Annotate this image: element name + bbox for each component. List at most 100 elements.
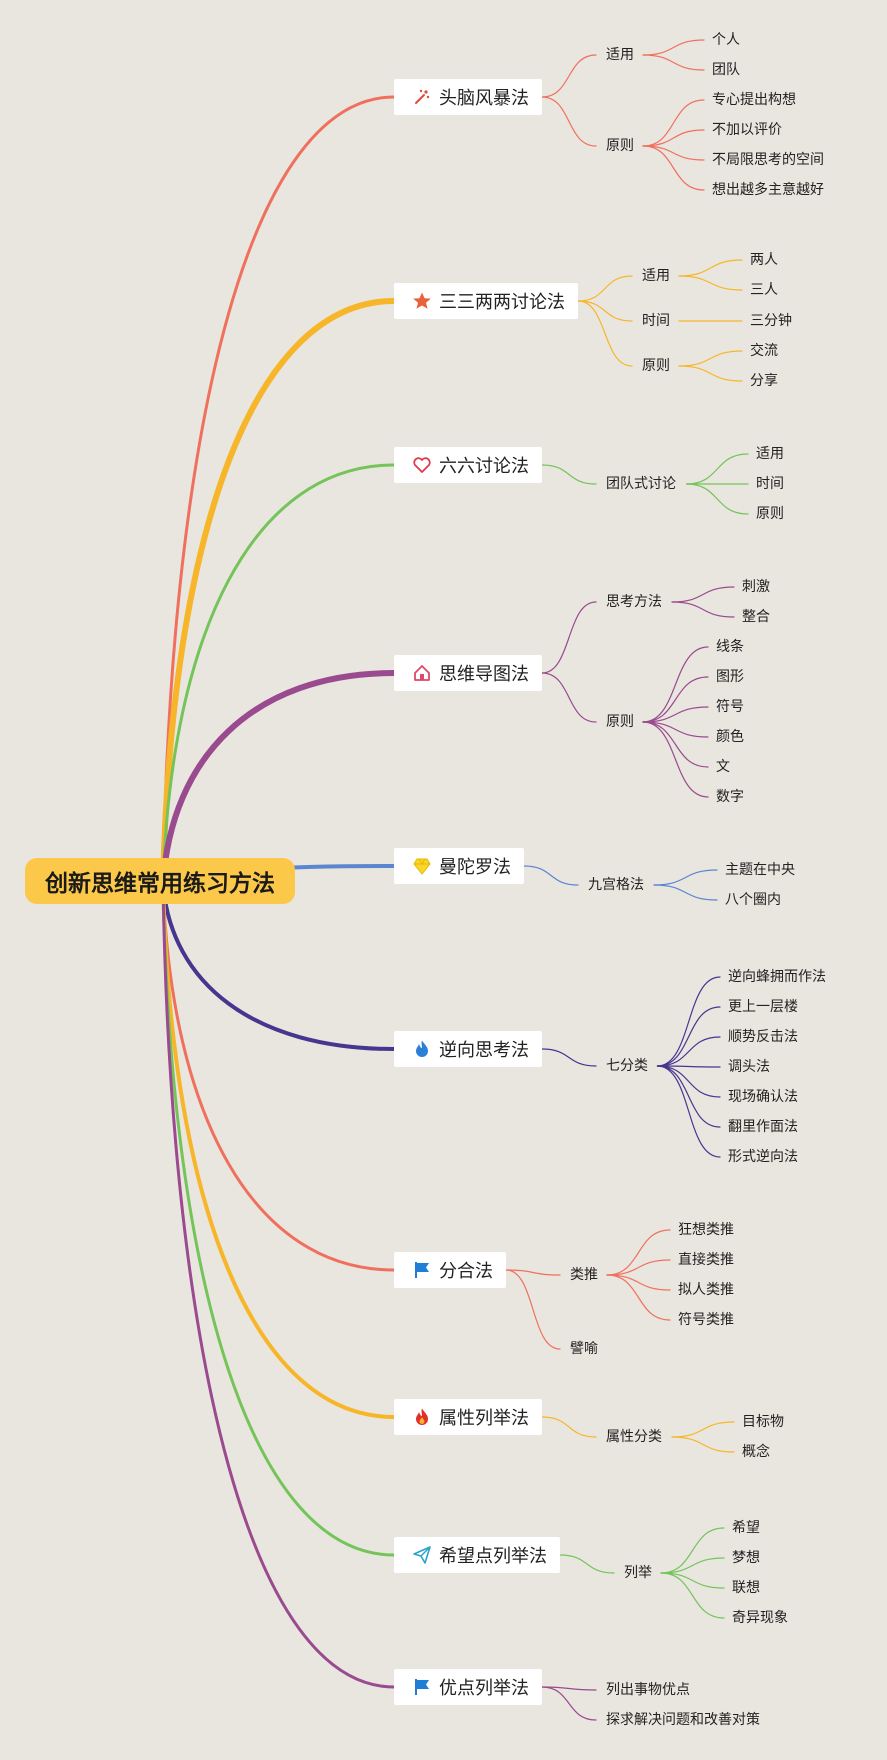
subtopic-4-0[interactable]: 九宫格法 <box>588 877 644 893</box>
leaf-topic-3-1-0[interactable]: 线条 <box>716 639 744 655</box>
leaf-topic-5-0-0[interactable]: 逆向蜂拥而作法 <box>728 969 826 985</box>
leaf-topic-5-0-1[interactable]: 更上一层楼 <box>728 999 798 1015</box>
leaf-topic-7-0-1[interactable]: 概念 <box>742 1444 770 1460</box>
leaf-link-3-0-1 <box>671 601 735 618</box>
subtopic-6-0[interactable]: 类推 <box>570 1267 598 1283</box>
leaf-topic-5-0-3[interactable]: 调头法 <box>728 1059 770 1075</box>
leaf-topic-3-1-5[interactable]: 数字 <box>716 789 744 805</box>
branch-topic-6[interactable]: 分合法 <box>394 1252 506 1288</box>
branch-link-1-1 <box>577 300 633 322</box>
leaf-topic-0-1-1[interactable]: 不加以评价 <box>712 122 782 138</box>
root-link-0 <box>161 95 396 886</box>
leaf-topic-2-0-2[interactable]: 原则 <box>756 506 784 522</box>
leaf-topic-2-0-1[interactable]: 时间 <box>756 476 784 492</box>
leaf-topic-0-1-0[interactable]: 专心提出构想 <box>712 92 796 108</box>
branch-label: 头脑风暴法 <box>439 88 529 109</box>
branch-topic-4[interactable]: 曼陀罗法 <box>394 848 524 884</box>
leaf-topic-5-0-4[interactable]: 现场确认法 <box>728 1089 798 1105</box>
leaf-topic-1-1-0[interactable]: 三分钟 <box>750 313 792 329</box>
subtopic-9-0[interactable]: 列出事物优点 <box>606 1682 690 1698</box>
subtopic-1-1[interactable]: 时间 <box>642 313 670 329</box>
leaf-link-0-0-1 <box>642 54 705 71</box>
diamond-icon <box>412 855 432 877</box>
fire-icon <box>412 1406 432 1428</box>
leaf-topic-3-0-1[interactable]: 整合 <box>742 609 770 625</box>
subtopic-1-2[interactable]: 原则 <box>642 358 670 374</box>
branch-topic-5[interactable]: 逆向思考法 <box>394 1031 542 1067</box>
branch-topic-9[interactable]: 优点列举法 <box>394 1669 542 1705</box>
leaf-topic-3-1-2[interactable]: 符号 <box>716 699 744 715</box>
subtopic-7-0[interactable]: 属性分类 <box>606 1429 662 1445</box>
leaf-link-0-1-3 <box>642 145 705 191</box>
leaf-topic-0-0-1[interactable]: 团队 <box>712 62 740 78</box>
flame-icon <box>412 1038 432 1060</box>
leaf-topic-1-2-0[interactable]: 交流 <box>750 343 778 359</box>
paper-plane-icon <box>412 1544 432 1566</box>
leaf-topic-2-0-0[interactable]: 适用 <box>756 446 784 462</box>
leaf-topic-0-1-2[interactable]: 不局限思考的空间 <box>712 152 824 168</box>
heart-icon <box>412 454 432 476</box>
root-topic[interactable]: 创新思维常用练习方法 <box>25 858 295 904</box>
subtopic-3-1[interactable]: 原则 <box>606 714 634 730</box>
subtopic-5-0[interactable]: 七分类 <box>606 1058 648 1074</box>
leaf-topic-3-0-0[interactable]: 刺激 <box>742 579 770 595</box>
branch-topic-8[interactable]: 希望点列举法 <box>394 1537 560 1573</box>
root-link-2 <box>161 463 396 886</box>
leaf-topic-1-0-0[interactable]: 两人 <box>750 252 778 268</box>
leaf-topic-8-0-3[interactable]: 奇异现象 <box>732 1610 788 1626</box>
branch-link-3-1 <box>541 672 597 723</box>
subtopic-2-0[interactable]: 团队式讨论 <box>606 476 676 492</box>
leaf-link-7-0-1 <box>671 1436 735 1453</box>
root-link-8 <box>161 882 396 1557</box>
leaf-topic-5-0-5[interactable]: 翻里作面法 <box>728 1119 798 1135</box>
subtopic-6-1[interactable]: 譬喻 <box>570 1341 598 1357</box>
branch-link-4-0 <box>523 865 579 886</box>
leaf-link-5-0-0 <box>656 976 721 1067</box>
leaf-topic-5-0-6[interactable]: 形式逆向法 <box>728 1149 798 1165</box>
leaf-topic-3-1-4[interactable]: 文 <box>716 759 730 775</box>
leaf-topic-6-0-2[interactable]: 拟人类推 <box>678 1282 734 1298</box>
wand-icon <box>412 86 432 108</box>
branch-link-0-1 <box>541 96 597 147</box>
leaf-link-5-0-1 <box>656 1006 721 1067</box>
subtopic-3-0[interactable]: 思考方法 <box>606 594 662 610</box>
leaf-link-3-0-0 <box>671 586 735 603</box>
leaf-topic-8-0-2[interactable]: 联想 <box>732 1580 760 1596</box>
subtopic-0-0[interactable]: 适用 <box>606 47 634 63</box>
branch-topic-3[interactable]: 思维导图法 <box>394 655 542 691</box>
leaf-topic-4-0-0[interactable]: 主题在中央 <box>725 862 795 878</box>
leaf-topic-3-1-1[interactable]: 图形 <box>716 669 744 685</box>
subtopic-1-0[interactable]: 适用 <box>642 268 670 284</box>
leaf-topic-0-1-3[interactable]: 想出越多主意越好 <box>712 182 824 198</box>
branch-label: 优点列举法 <box>439 1678 529 1699</box>
branch-topic-7[interactable]: 属性列举法 <box>394 1399 542 1435</box>
subtopic-9-1[interactable]: 探求解决问题和改善对策 <box>606 1712 760 1728</box>
leaf-topic-8-0-0[interactable]: 希望 <box>732 1520 760 1536</box>
root-link-7 <box>161 882 396 1419</box>
branch-link-5-0 <box>541 1048 597 1067</box>
branch-label: 属性列举法 <box>439 1408 529 1429</box>
flag-icon <box>412 1259 432 1281</box>
leaf-link-6-0-0 <box>606 1229 671 1276</box>
leaf-topic-6-0-1[interactable]: 直接类推 <box>678 1252 734 1268</box>
leaf-topic-5-0-2[interactable]: 顺势反击法 <box>728 1029 798 1045</box>
branch-topic-2[interactable]: 六六讨论法 <box>394 447 542 483</box>
subtopic-8-0[interactable]: 列举 <box>624 1565 652 1581</box>
leaf-topic-0-0-0[interactable]: 个人 <box>712 32 740 48</box>
subtopic-0-1[interactable]: 原则 <box>606 138 634 154</box>
leaf-topic-3-1-3[interactable]: 颜色 <box>716 729 744 745</box>
leaf-link-6-0-3 <box>606 1274 671 1321</box>
leaf-topic-4-0-1[interactable]: 八个圈内 <box>725 892 781 908</box>
branch-topic-1[interactable]: 三三两两讨论法 <box>394 283 578 319</box>
root-link-5 <box>161 882 396 1051</box>
leaf-link-3-1-5 <box>642 721 709 798</box>
leaf-topic-6-0-0[interactable]: 狂想类推 <box>678 1222 734 1238</box>
leaf-topic-7-0-0[interactable]: 目标物 <box>742 1414 784 1430</box>
leaf-topic-1-2-1[interactable]: 分享 <box>750 373 778 389</box>
leaf-link-5-0-4 <box>656 1065 721 1098</box>
leaf-link-8-0-3 <box>660 1572 725 1619</box>
leaf-topic-8-0-1[interactable]: 梦想 <box>732 1550 760 1566</box>
leaf-topic-1-0-1[interactable]: 三人 <box>750 282 778 298</box>
leaf-topic-6-0-3[interactable]: 符号类推 <box>678 1312 734 1328</box>
branch-topic-0[interactable]: 头脑风暴法 <box>394 79 542 115</box>
